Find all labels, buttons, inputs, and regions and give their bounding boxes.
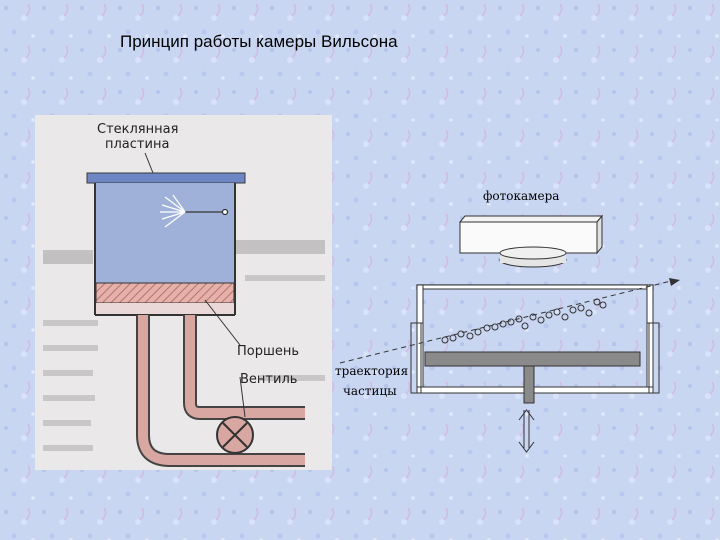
piston-rod: [523, 365, 535, 404]
pipe-inner: [138, 315, 305, 465]
glass-plate-label-2: пластина: [105, 137, 169, 152]
piston-label: Поршень: [237, 344, 299, 359]
pipe-inner-2: [185, 315, 305, 418]
trajectory-arrow-icon: [669, 278, 680, 286]
droplet-track: [441, 298, 607, 344]
up-down-arrow-icon: [518, 409, 535, 453]
piston-gap: [96, 303, 234, 315]
piston-plate: [424, 351, 641, 367]
trajectory-label-2: частицы: [343, 384, 397, 398]
valve-label: Вентиль: [240, 372, 297, 387]
piston: [95, 282, 235, 304]
glass-plate-label-1: Стеклянная: [97, 122, 178, 137]
valve-icon: [216, 416, 254, 454]
radioactive-source: [160, 194, 229, 228]
chamber-schematic: фотокамера: [335, 189, 680, 453]
wilson-chamber-illustration: Стеклянная пластина Поршень Вентиль: [35, 115, 332, 470]
trajectory-label-1: траектория: [335, 364, 408, 378]
glass-plate: [86, 172, 246, 184]
chamber-frame: [410, 284, 660, 394]
glass-leader: [144, 152, 154, 174]
trajectory-line: [339, 279, 676, 364]
valve-leader: [239, 376, 246, 418]
slide-title: Принцип работы камеры Вильсона: [120, 32, 398, 51]
piston-leader: [204, 299, 241, 346]
camera-label: фотокамера: [483, 189, 559, 203]
chamber-gas: [95, 183, 235, 283]
faded-book-text: [43, 240, 325, 451]
camera-icon: [458, 214, 604, 268]
